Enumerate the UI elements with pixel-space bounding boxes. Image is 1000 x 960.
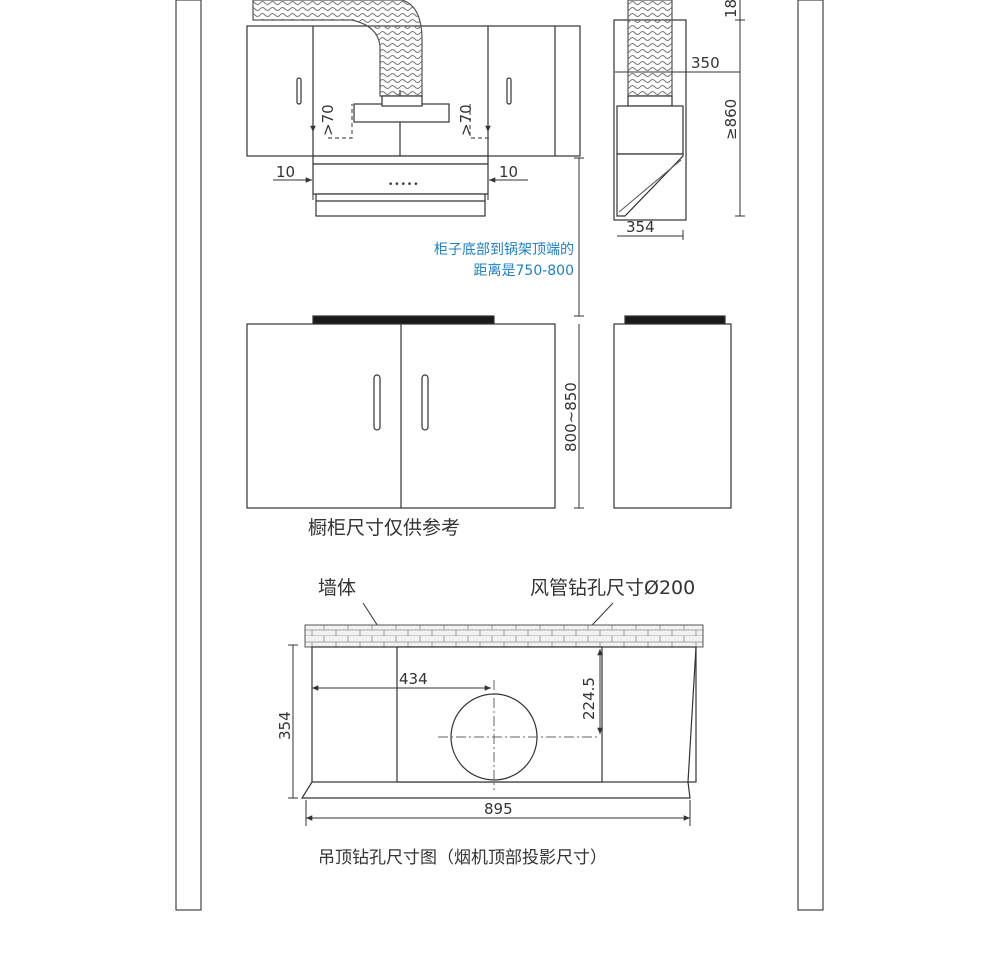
control-dots: ••••• <box>388 180 420 190</box>
dim-224: 224.5 <box>580 677 598 720</box>
dim-depth-top: 350 <box>691 54 720 72</box>
upper-right-handle <box>506 77 512 105</box>
dim-354: 354 <box>276 711 294 740</box>
right-frame-rail <box>797 0 824 911</box>
note-line1: 柜子底部到锅架顶端的 <box>434 242 574 258</box>
base-cabinet-side <box>613 315 732 509</box>
base-right-handle <box>421 374 429 431</box>
front-upper-view <box>246 0 581 217</box>
side-hood-slope <box>616 153 684 217</box>
side-hood-box <box>616 105 684 155</box>
wall-bricks <box>304 624 704 648</box>
side-view <box>613 0 687 221</box>
dim-min-left: >70 <box>319 104 337 136</box>
hood-body <box>312 163 489 195</box>
base-caption: 橱柜尺寸仅供参考 <box>308 517 460 539</box>
label-wall: 墙体 <box>318 577 356 599</box>
side-cooktop <box>624 315 726 325</box>
duct-connector <box>353 103 450 123</box>
dim-895: 895 <box>484 800 513 818</box>
cooktop <box>312 315 495 325</box>
dim-min-right: >70 <box>457 104 475 136</box>
base-left-handle <box>373 374 381 431</box>
base-cabinet-front <box>246 315 556 509</box>
dim-left-gap: 10 <box>276 163 295 181</box>
hood-panel <box>315 193 486 217</box>
note-line2: 距离是750-800 <box>474 262 575 279</box>
exhaust-duct <box>252 0 423 97</box>
dim-right-gap: 10 <box>499 163 518 181</box>
ceiling-caption: 吊顶钻孔尺寸图（烟机顶部投影尺寸） <box>318 848 607 868</box>
dim-height: ≥860 <box>722 99 740 140</box>
dim-base-height: 800~850 <box>562 382 580 452</box>
dim-434: 434 <box>399 670 428 688</box>
upper-left-handle <box>296 77 302 105</box>
side-base-cabinet <box>613 323 732 509</box>
side-duct <box>627 0 673 97</box>
dim-top-cut: 18 <box>722 0 740 18</box>
label-duct-hole: 风管钻孔尺寸Ø200 <box>530 577 695 599</box>
hood-top <box>312 155 489 165</box>
left-frame-rail <box>175 0 202 911</box>
dim-depth-bottom: 354 <box>626 218 655 236</box>
